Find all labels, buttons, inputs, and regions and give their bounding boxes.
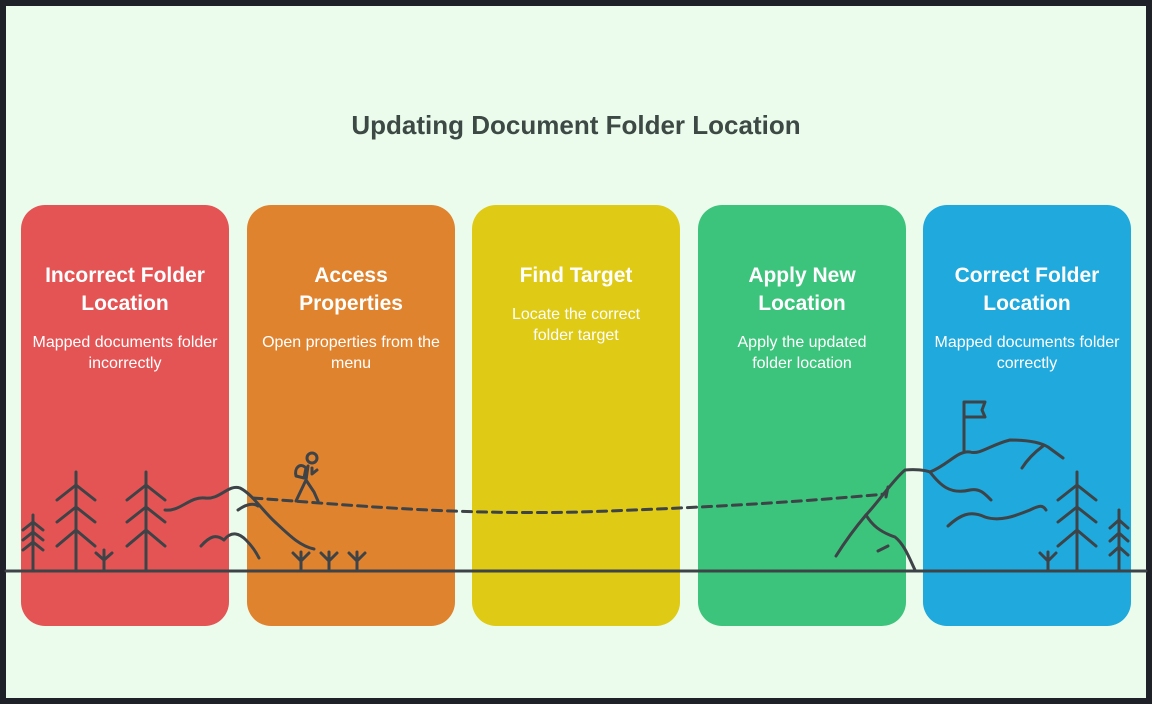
step-title: Find Target — [519, 264, 633, 287]
hiker-icon — [294, 451, 320, 503]
step-card-correct-location: Correct Folder Location Mapped documents… — [923, 205, 1131, 626]
step-title: Access Properties — [299, 264, 403, 315]
step-description: Mapped documents folder incorrectly — [32, 334, 218, 372]
tree-icon — [21, 513, 45, 573]
sprout-icon — [94, 548, 114, 573]
diagram-title: Updating Document Folder Location — [351, 110, 801, 140]
tree-icon — [125, 470, 167, 573]
sprout-icon — [291, 550, 311, 573]
sprout-icon — [319, 550, 339, 573]
step-description: Open properties from the menu — [262, 334, 440, 372]
trail-path — [251, 492, 887, 515]
tree-icon — [55, 470, 97, 573]
step-description: Mapped documents folder correctly — [934, 334, 1120, 372]
mountain-icon — [834, 438, 1065, 572]
step-title: Apply New Location — [748, 264, 856, 315]
step-title: Incorrect Folder Location — [45, 264, 205, 315]
step-description: Locate the correct folder target — [511, 306, 641, 344]
step-description: Apply the updated folder location — [737, 334, 867, 372]
flag-icon — [962, 400, 987, 453]
step-card-find-target: Find Target Locate the correct folder ta… — [472, 205, 680, 626]
sprout-icon — [1038, 550, 1058, 573]
mountain-icon — [163, 485, 316, 560]
step-title: Correct Folder Location — [954, 264, 1100, 315]
tree-icon — [1108, 508, 1130, 573]
step-card-incorrect-location: Incorrect Folder Location Mapped documen… — [21, 205, 229, 626]
step-card-apply-location: Apply New Location Apply the updated fol… — [698, 205, 906, 626]
sprout-icon — [347, 550, 367, 573]
tree-icon — [1056, 470, 1098, 573]
